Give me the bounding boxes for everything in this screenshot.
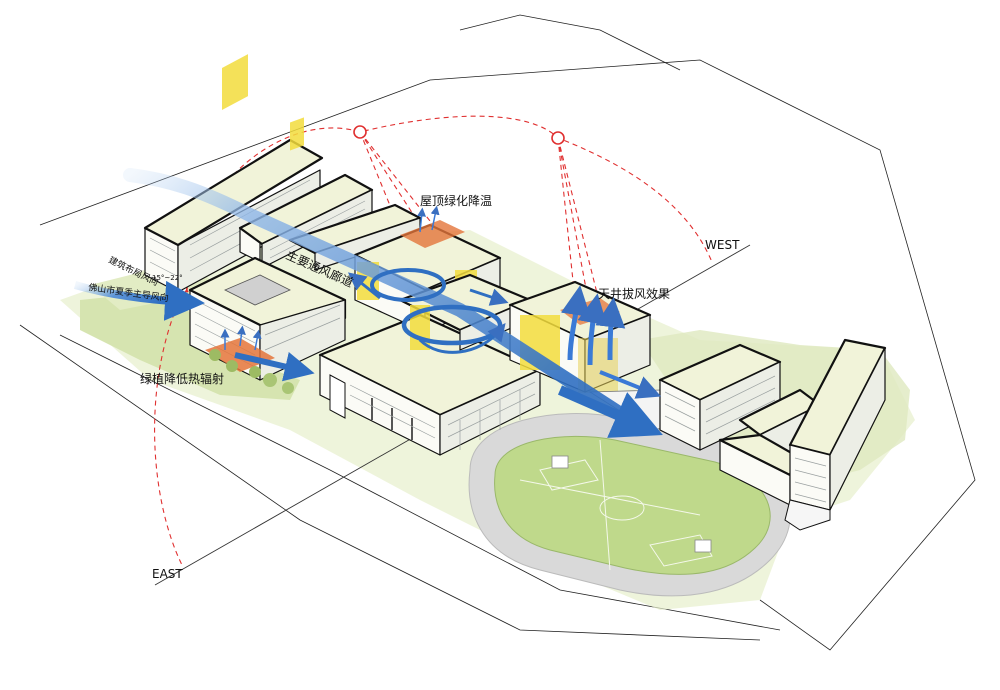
wind-arrows	[73, 168, 663, 438]
greening-heat-label: 绿植降低热辐射	[140, 371, 224, 386]
west-label: WEST	[705, 238, 740, 252]
east-label: EAST	[152, 567, 183, 581]
sports-field	[468, 413, 791, 597]
roof-greening-label: 屋顶绿化降温	[420, 193, 492, 208]
angle-range-label: 15°~22°	[152, 274, 183, 282]
courtyard-effect-label: 天井拔风效果	[598, 286, 670, 301]
